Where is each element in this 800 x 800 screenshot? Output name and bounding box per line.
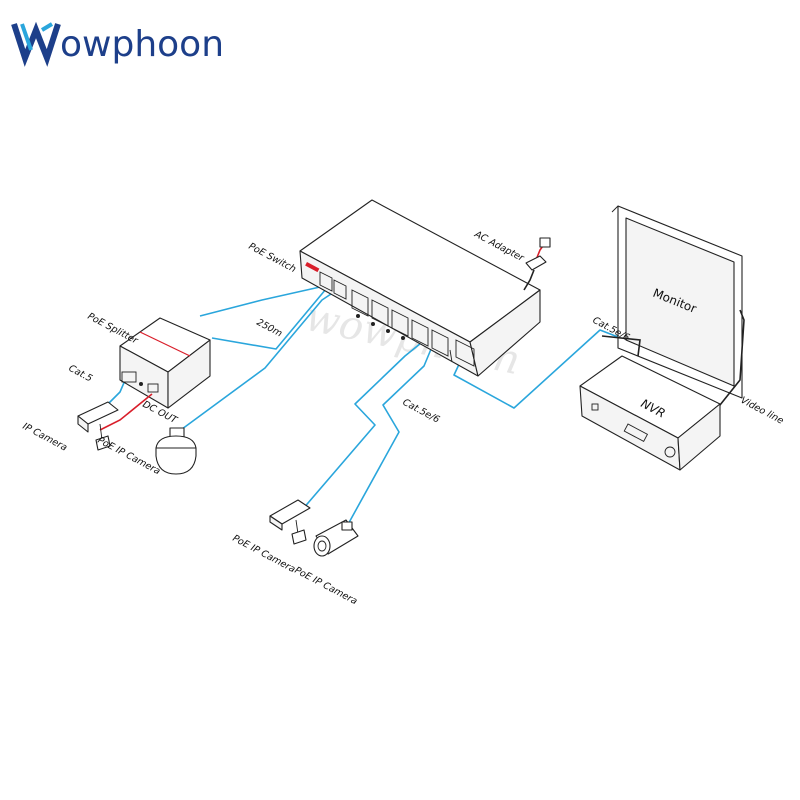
ac-adapter bbox=[523, 237, 551, 291]
video-line-label: Video line bbox=[739, 395, 786, 427]
monitor bbox=[611, 205, 743, 399]
switch-leds bbox=[356, 314, 405, 340]
dome-camera-icon bbox=[155, 427, 197, 475]
ac-plug-icon bbox=[539, 237, 551, 248]
poe-splitter bbox=[119, 317, 211, 409]
poe-switch-label: PoE Switch bbox=[247, 241, 298, 275]
cat5e6-center-label: Cat.5e/6 bbox=[401, 397, 442, 426]
cable-dc-out bbox=[99, 393, 153, 431]
brand-logo: owphoon bbox=[11, 21, 224, 67]
cable-switch-to-dome-camera bbox=[177, 291, 335, 433]
poe-ip-camera-2-icon bbox=[313, 519, 359, 557]
cable-switch-to-camera-2 bbox=[345, 341, 435, 529]
distance-label: 250m bbox=[255, 317, 284, 340]
logo-text: owphoon bbox=[60, 24, 224, 65]
nvr bbox=[579, 355, 721, 471]
poe-ip-camera-1-icon bbox=[269, 499, 311, 545]
poe-splitter-label: PoE Splitter bbox=[86, 311, 141, 347]
cable-video-line bbox=[715, 309, 745, 411]
cable-distance-250m bbox=[211, 288, 327, 350]
poe-switch bbox=[299, 199, 541, 377]
splitter-lan-port bbox=[121, 371, 137, 383]
poe-ip-camera-bottom-1-label: PoE IP Camera bbox=[231, 533, 298, 575]
cat5-label: Cat.5 bbox=[67, 363, 94, 385]
poe-ip-camera-label: PoE IP Camera bbox=[96, 435, 163, 477]
blue-cables bbox=[107, 286, 637, 529]
ip-camera-label: IP Camera bbox=[21, 421, 69, 454]
cable-switch-to-camera-1 bbox=[301, 338, 427, 511]
poe-ip-camera-bottom-2-label: PoE IP Camera bbox=[293, 565, 360, 607]
cable-monitor-nvr bbox=[601, 335, 641, 357]
splitter-dc-port bbox=[147, 383, 159, 393]
switch-brand-badge bbox=[305, 261, 320, 273]
cable-switch-to-nvr bbox=[453, 329, 637, 409]
logo-w-icon bbox=[11, 21, 61, 67]
ip-camera-icon bbox=[77, 401, 119, 451]
cable-switch-to-splitter bbox=[199, 286, 321, 317]
switch-ports bbox=[319, 271, 475, 367]
